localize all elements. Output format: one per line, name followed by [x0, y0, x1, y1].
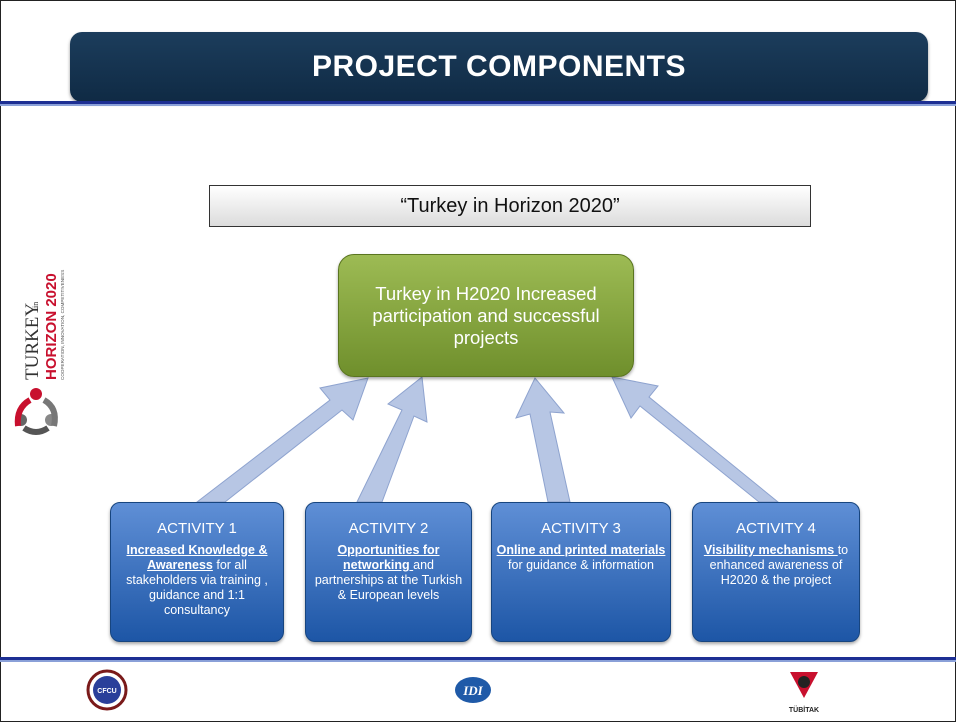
activity-2-box: ACTIVITY 2 Opportunities for networking … [305, 502, 472, 642]
logo-word-horizon: HORIZON 2020 [43, 273, 60, 380]
activity-4-box: ACTIVITY 4 Visibility mechanisms to enha… [692, 502, 860, 642]
logo-tagline: COOPERATION, INNOVATION, COMPETITIVENESS [60, 270, 65, 380]
activity-1-body: Increased Knowledge & Awareness for all … [111, 543, 283, 618]
logo-word-turkey: TURKEY [22, 303, 43, 380]
activity-1-box: ACTIVITY 1 Increased Knowledge & Awarene… [110, 502, 284, 642]
activity-4-body: Visibility mechanisms to enhanced awaren… [693, 543, 859, 588]
goal-box: Turkey in H2020 Increased participation … [338, 254, 634, 377]
activity-1-title: ACTIVITY 1 [157, 520, 237, 537]
activity-4-highlight: Visibility mechanisms [703, 543, 838, 557]
arrow-4 [611, 376, 780, 503]
tubitak-logo-text: TÜBİTAK [789, 705, 819, 714]
activity-2-body: Opportunities for networking and partner… [306, 543, 471, 603]
activity-4-title: ACTIVITY 4 [736, 520, 816, 537]
cfcu-logo-text: CFCU [97, 688, 116, 695]
arrow-3 [515, 377, 571, 503]
arrow-2 [356, 376, 428, 503]
title-banner: PROJECT COMPONENTS [70, 32, 928, 102]
idi-logo: IDI [455, 677, 491, 703]
activity-3-text: for guidance & information [508, 558, 654, 572]
idi-logo-text: IDI [462, 683, 483, 698]
top-divider [0, 101, 956, 106]
activity-3-box: ACTIVITY 3 Online and printed materials … [491, 502, 671, 642]
project-title-box: “Turkey in Horizon 2020” [209, 185, 811, 227]
goal-text: Turkey in H2020 Increased participation … [372, 282, 600, 348]
activity-1-text: for all stakeholders via training , guid… [126, 558, 268, 617]
activity-4-text: to enhanced awareness of H2020 & the pro… [709, 543, 849, 587]
logo-word-in: in [31, 302, 40, 308]
activity-2-text: and partnerships at the Turkish & Europe… [314, 558, 463, 602]
people-circle-icon [14, 388, 58, 435]
activity-1-highlight: Increased Knowledge & Awareness [126, 543, 268, 572]
cfcu-logo: CFCU [86, 669, 128, 711]
activity-2-highlight: Opportunities for networking [337, 543, 440, 572]
arrow-1 [195, 377, 369, 503]
activity-3-highlight: Online and printed materials [496, 543, 666, 557]
tubitak-logo: TÜBİTAK [789, 672, 819, 714]
activity-2-title: ACTIVITY 2 [348, 520, 429, 537]
bottom-divider [0, 657, 956, 662]
activity-3-title: ACTIVITY 3 [541, 520, 621, 537]
page-title: PROJECT COMPONENTS [311, 50, 687, 83]
turkey-horizon-logo: TURKEY in HORIZON 2020 COOPERATION, INNO… [14, 270, 65, 435]
activity-3-body: Online and printed materials for guidanc… [492, 543, 670, 573]
